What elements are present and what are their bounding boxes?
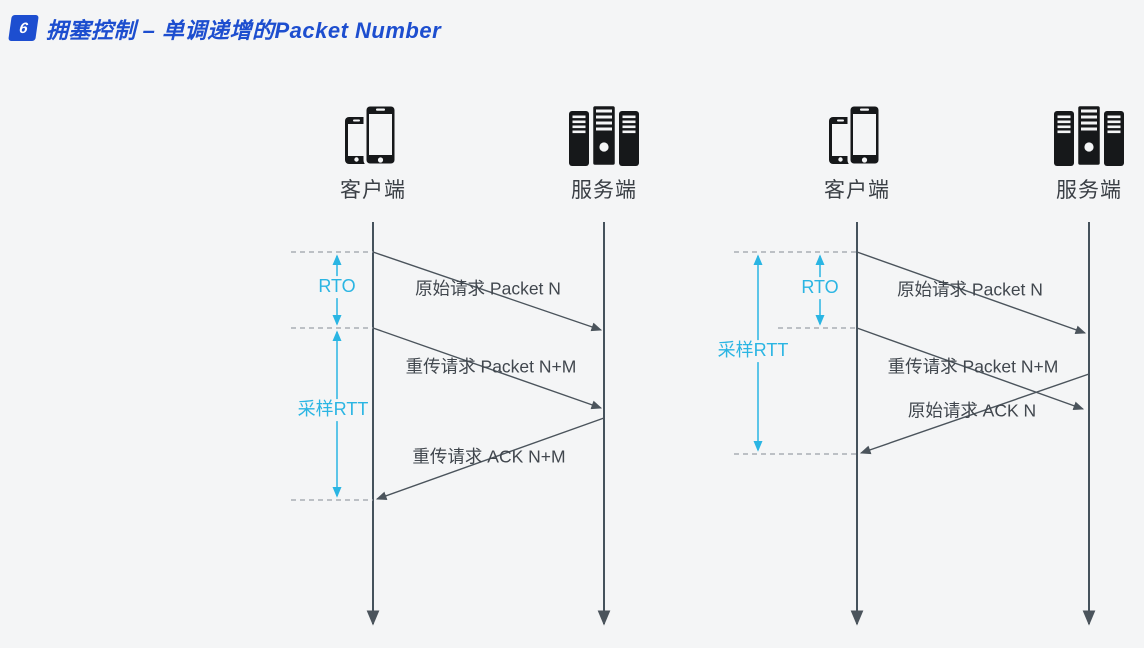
msg-label-retransmit-packet: 重传请求 Packet N+M (405, 356, 577, 377)
msg-arrow-right-retransmit-packet (856, 327, 1085, 411)
msg-arrow-left-retransmit-ack (375, 417, 605, 501)
actor-client-left: 客户端 (313, 100, 433, 204)
rto-label-left: RTO (315, 276, 359, 298)
rto-label-right: RTO (798, 277, 842, 299)
msg-arrow-left-retransmit-packet (372, 327, 603, 410)
sample-rtt-label-left: 采样RTT (294, 399, 372, 421)
actor-server-right: 服务端 (1029, 100, 1144, 204)
actor-client-right: 客户端 (797, 100, 917, 204)
sample-rtt-label-right: 采样RTT (714, 340, 792, 362)
actor-label-client: 客户端 (824, 179, 890, 202)
page-title: 拥塞控制 – 单调递增的Packet Number (46, 18, 442, 43)
msg-arrow-left-original-packet (372, 251, 603, 332)
client-devices-icon (829, 103, 882, 167)
msg-arrow-right-original-ack (859, 373, 1090, 455)
msg-label-retransmit-packet: 重传请求 Packet N+M (887, 356, 1059, 377)
server-rack-icon (1054, 104, 1124, 168)
actor-server-left: 服务端 (544, 100, 664, 204)
actor-label-client: 客户端 (340, 179, 406, 202)
client-devices-icon (345, 103, 398, 167)
actor-label-server: 服务端 (1056, 179, 1122, 202)
msg-label-original-packet: 原始请求 Packet N (897, 279, 1043, 300)
msg-label-original-ack: 原始请求 ACK N (907, 400, 1037, 421)
msg-label-retransmit-ack: 重传请求 ACK N+M (412, 446, 566, 467)
actor-label-server: 服务端 (571, 179, 637, 202)
msg-arrow-right-original-packet (856, 251, 1087, 335)
server-rack-icon (569, 104, 639, 168)
msg-label-original-packet: 原始请求 Packet N (415, 278, 561, 299)
